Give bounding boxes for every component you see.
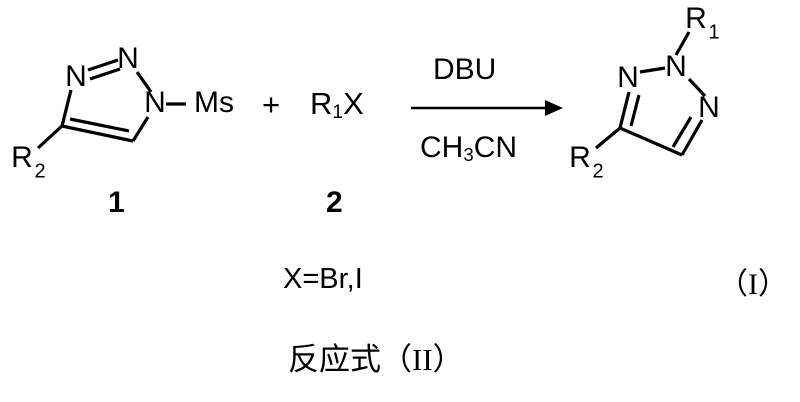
product-bond-n1-n2: [639, 66, 666, 74]
bond-c4-r2: [36, 124, 64, 150]
product-bond-n2-n3: [687, 77, 707, 98]
product-atom-n3: N: [698, 91, 720, 124]
reagent-label-r: R: [310, 86, 333, 121]
product-substituent-r1: R: [685, 2, 707, 35]
solvent-cn: CN: [473, 131, 518, 164]
bond-n2-n3: [87, 58, 119, 72]
reactant-atom-n3: N: [117, 42, 139, 75]
figure-caption: 反应式（II）: [288, 344, 464, 376]
product-substituent-r2-subscript: 2: [592, 160, 603, 182]
reagent-label: R1X: [310, 88, 364, 122]
condition-above-arrow: DBU: [433, 53, 497, 86]
reagent-compound-number: 2: [326, 186, 343, 219]
reactant-atom-n2: N: [65, 60, 87, 93]
halide-definition-note: X=Br,I: [283, 263, 363, 295]
product-structure: N N N R 1 R 2: [569, 2, 720, 182]
product-substituent-r1-subscript: 1: [708, 21, 719, 43]
product-substituent-r2: R: [569, 141, 591, 174]
figure-caption-text: 反应式: [288, 342, 381, 378]
product-bond-n1-c5: [618, 91, 631, 129]
reactant-substituent-r2: R: [11, 141, 33, 174]
product-bond-c5-c4: [619, 126, 683, 157]
product-bond-c4-n3: [680, 119, 704, 156]
condition-below-arrow: CH3CN: [420, 133, 517, 165]
product-bond-c5-r2: [594, 126, 622, 150]
reagent-label-subscript: 1: [332, 102, 344, 124]
reaction-arrow: [411, 100, 563, 116]
reactant-structure: N N N R 2: [11, 42, 186, 182]
product-atom-n2: N: [665, 50, 687, 83]
reagent-label-x: X: [343, 86, 364, 121]
solvent-ch: CH: [420, 131, 464, 164]
bond-c5-c4-inner: [69, 117, 130, 133]
bond-n1-c5: [131, 116, 150, 142]
plus-sign: +: [262, 87, 281, 122]
product-bond-n2-r1: [674, 31, 691, 56]
figure-caption-roman: （II）: [381, 342, 464, 377]
bond-c4-n2: [60, 89, 73, 127]
bond-n3-n1: [135, 71, 153, 93]
formula-number-label: （I）: [718, 268, 788, 301]
arrow-head: [545, 100, 563, 116]
reactant-compound-number: 1: [108, 186, 125, 219]
solvent-subscript: 3: [463, 144, 474, 166]
reactant-substituent-r2-subscript: 2: [34, 160, 45, 182]
product-bond-c4-n3-inner: [671, 116, 693, 148]
bond-n2-n3-inner: [89, 67, 121, 81]
bond-c5-c4: [61, 124, 134, 143]
reactant-atom-n1: N: [144, 86, 166, 119]
product-atom-n1: N: [617, 61, 639, 94]
product-bond-n1-c5-inner: [629, 94, 641, 127]
reactant-mesyl-label: Ms: [194, 86, 234, 119]
